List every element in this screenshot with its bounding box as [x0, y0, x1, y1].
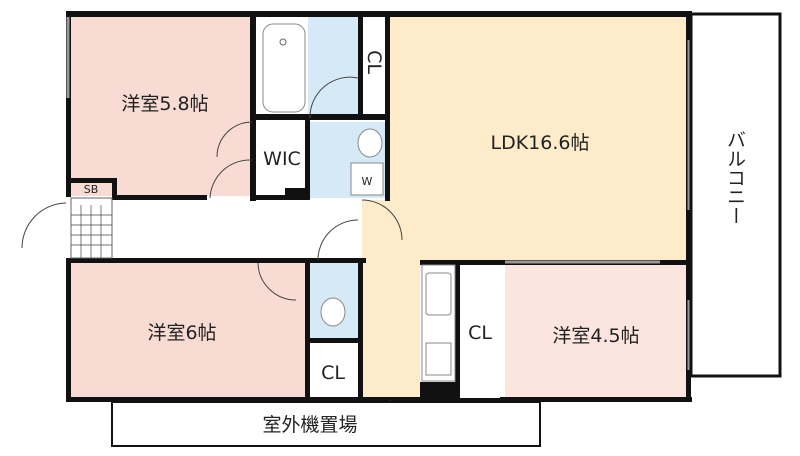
room-label-western-6: 洋室6帖 — [147, 322, 216, 344]
toilet-icon — [320, 297, 346, 327]
room-label-western-4-5: 洋室4.5帖 — [552, 325, 639, 347]
room-label-wic: WIC — [263, 148, 301, 170]
outdoor-unit-area — [111, 401, 541, 447]
kitchen-sink-icon — [425, 272, 452, 316]
room-western-4-5 — [505, 264, 686, 398]
tile-grid — [71, 205, 112, 258]
bath-wet-area — [308, 16, 358, 116]
ldk-corridor — [362, 200, 420, 398]
closet-right-fill — [460, 265, 500, 398]
washer-label: W — [362, 175, 373, 188]
room-ldk — [388, 16, 688, 262]
room-label-balcony: バルコニー — [724, 130, 746, 225]
washer-pan — [350, 162, 384, 196]
label-outdoor-unit-area: 室外機置場 — [262, 414, 357, 436]
room-label-closet-top: CL — [363, 50, 385, 74]
shoe-box — [70, 197, 113, 259]
room-label-closet-right: CL — [468, 322, 492, 344]
room-label-closet-toilet: CL — [321, 362, 345, 384]
room-label-ldk: LDK16.6帖 — [491, 132, 590, 154]
sink-icon — [357, 128, 383, 158]
drain-icon — [279, 38, 287, 46]
room-label-western-5-8: 洋室5.8帖 — [121, 93, 208, 115]
room-western-5-8 — [70, 16, 252, 196]
stove-icon — [425, 342, 452, 376]
walls — [66, 11, 692, 402]
balcony — [689, 12, 782, 378]
windows — [66, 17, 691, 370]
bathtub-icon — [262, 23, 306, 113]
label-shoe-box: SB — [84, 183, 99, 196]
